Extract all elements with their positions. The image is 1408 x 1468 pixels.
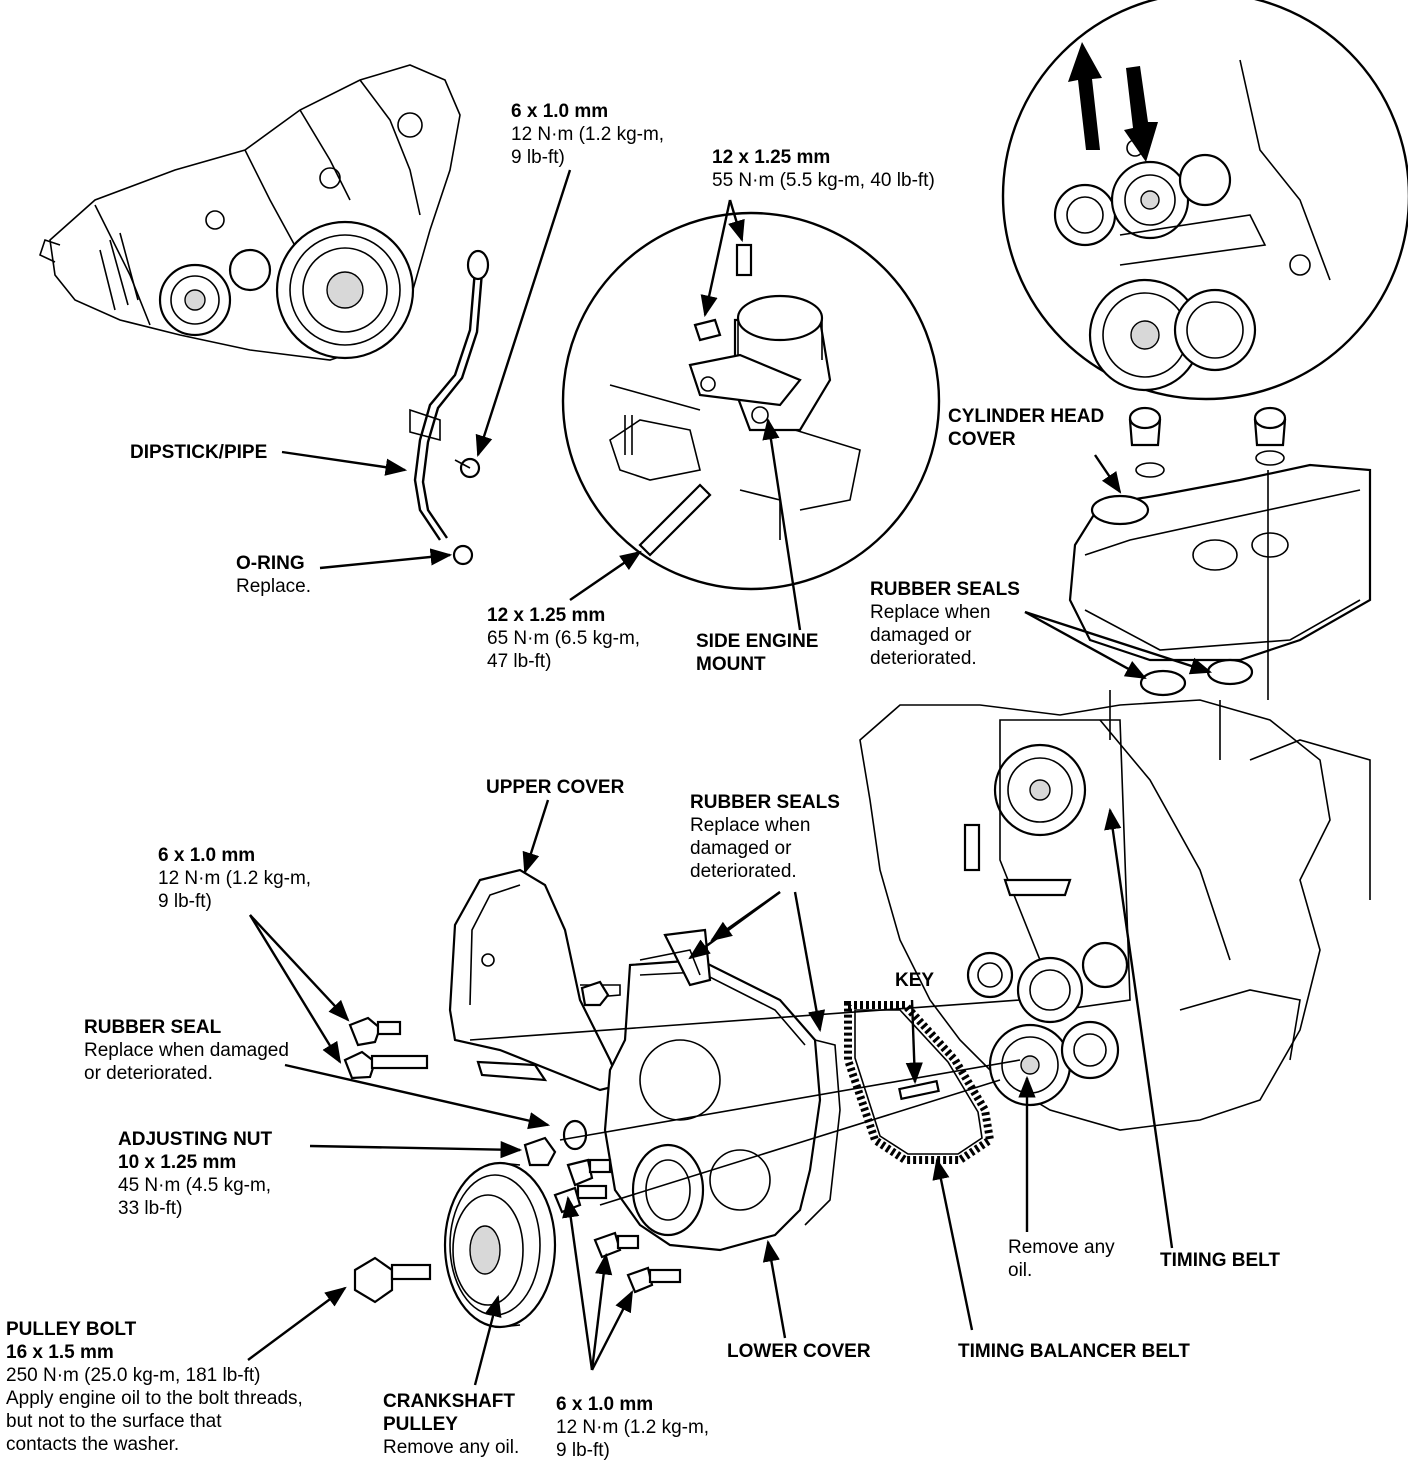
note-1: Apply engine oil to the bolt threads, [6, 1388, 303, 1409]
leader-lines [247, 169, 1269, 1386]
note-2: but not to the surface that [6, 1411, 222, 1432]
part-note-2: damaged or [870, 625, 972, 646]
part-name: KEY [895, 970, 935, 991]
part-name: TIMING BALANCER BELT [958, 1341, 1190, 1362]
bolt-spec: 6 x 1.0 mm [511, 101, 609, 122]
part-name: DIPSTICK/PIPE [130, 442, 268, 463]
engine-front-view [39, 64, 461, 361]
note-3: contacts the washer. [6, 1434, 180, 1455]
bolt-spec: 12 x 1.25 mm [712, 147, 831, 168]
bolt-torque-2: 9 lb-ft) [511, 147, 565, 168]
bolt-spec: 6 x 1.0 mm [556, 1394, 654, 1415]
side-mount-inset [561, 211, 941, 591]
bolts [343, 980, 682, 1304]
part-name: RUBBER SEAL [84, 1017, 222, 1038]
cylinder-head-cover-part [1068, 406, 1372, 697]
label-pulley-bolt: PULLEY BOLT 16 x 1.5 mm 250 N·m (25.0 kg… [6, 1318, 303, 1456]
bolt-torque: 12 N·m (1.2 kg-m, [158, 868, 312, 889]
timing-balancer-belt-part [844, 1001, 995, 1164]
label-dipstick-bolt: 6 x 1.0 mm 12 N·m (1.2 kg-m, 9 lb-ft) [511, 100, 664, 169]
bolt-spec: 16 x 1.5 mm [6, 1342, 114, 1363]
label-o-ring: O-RING Replace. [236, 552, 311, 598]
label-side-engine-mount: SIDE ENGINE MOUNT [696, 630, 818, 676]
lower-cover-part [603, 928, 841, 1252]
nut-spec: 10 x 1.25 mm [118, 1152, 237, 1173]
bolt-torque: 12 N·m (1.2 kg-m, [511, 124, 665, 145]
part-name-1: SIDE ENGINE [696, 631, 819, 652]
part-name: ADJUSTING NUT [118, 1129, 273, 1150]
part-name: O-RING [236, 553, 305, 574]
label-dipstick-pipe: DIPSTICK/PIPE [130, 441, 267, 464]
bolt-torque: 65 N·m (6.5 kg-m, [487, 628, 641, 649]
note-2: oil. [1008, 1260, 1033, 1281]
label-upper-cover: UPPER COVER [486, 776, 624, 799]
bolt-torque-2: 9 lb-ft) [158, 891, 212, 912]
bolt-torque-2: 9 lb-ft) [556, 1440, 610, 1461]
label-lower-cover: LOWER COVER [727, 1340, 871, 1363]
bolt-torque: 12 N·m (1.2 kg-m, [556, 1417, 710, 1438]
part-name-2: MOUNT [696, 654, 766, 675]
engine-block-right [859, 690, 1371, 1131]
label-rubber-seals-cover: RUBBER SEALS Replace when damaged or det… [690, 791, 840, 883]
label-rubber-seals-head: RUBBER SEALS Replace when damaged or det… [870, 578, 1020, 670]
note-1: Remove any [1008, 1237, 1115, 1258]
dipstick-pipe-part [409, 249, 490, 566]
part-note: Replace. [236, 576, 311, 597]
part-note-3: deteriorated. [870, 648, 977, 669]
part-name: PULLEY BOLT [6, 1319, 137, 1340]
label-lower-cover-bolt: 6 x 1.0 mm 12 N·m (1.2 kg-m, 9 lb-ft) [556, 1393, 709, 1462]
bolt-torque-2: 47 lb-ft) [487, 651, 552, 672]
belt-tension-inset [1001, 0, 1408, 401]
part-name: LOWER COVER [727, 1341, 871, 1362]
bolt-spec: 12 x 1.25 mm [487, 605, 606, 626]
part-note-1: Replace when [690, 815, 811, 836]
upper-cover-part [448, 868, 622, 1092]
part-note-1: Replace when damaged [84, 1040, 289, 1061]
part-name-1: CRANKSHAFT [383, 1391, 515, 1412]
bolt-torque: 250 N·m (25.0 kg-m, 181 lb-ft) [6, 1365, 261, 1386]
part-name: RUBBER SEALS [870, 579, 1020, 600]
part-name-2: PULLEY [383, 1414, 458, 1435]
nut-torque-2: 33 lb-ft) [118, 1198, 183, 1219]
part-name: RUBBER SEALS [690, 792, 840, 813]
part-note-3: deteriorated. [690, 861, 797, 882]
label-crankshaft-pulley: CRANKSHAFT PULLEY Remove any oil. [383, 1390, 519, 1459]
bolt-spec: 6 x 1.0 mm [158, 845, 256, 866]
label-cylinder-head-cover: CYLINDER HEAD COVER [948, 405, 1104, 451]
crankshaft-pulley-part [443, 1161, 557, 1329]
part-name-2: COVER [948, 429, 1016, 450]
label-remove-oil: Remove any oil. [1008, 1236, 1115, 1282]
label-upper-cover-bolt: 6 x 1.0 mm 12 N·m (1.2 kg-m, 9 lb-ft) [158, 844, 311, 913]
part-name-1: CYLINDER HEAD [948, 406, 1105, 427]
part-name: TIMING BELT [1160, 1250, 1280, 1271]
label-mount-bottom-bolt: 12 x 1.25 mm 65 N·m (6.5 kg-m, 47 lb-ft) [487, 604, 640, 673]
nut-torque: 45 N·m (4.5 kg-m, [118, 1175, 272, 1196]
label-rubber-seal: RUBBER SEAL Replace when damaged or dete… [84, 1016, 289, 1085]
part-note: Remove any oil. [383, 1437, 520, 1458]
label-mount-top-bolt: 12 x 1.25 mm 55 N·m (5.5 kg-m, 40 lb-ft) [712, 146, 935, 192]
bolt-torque: 55 N·m (5.5 kg-m, 40 lb-ft) [712, 170, 935, 191]
part-name: UPPER COVER [486, 777, 625, 798]
label-timing-belt: TIMING BELT [1160, 1249, 1280, 1272]
label-key: KEY [895, 969, 934, 992]
label-adjusting-nut: ADJUSTING NUT 10 x 1.25 mm 45 N·m (4.5 k… [118, 1128, 272, 1220]
part-note-2: or deteriorated. [84, 1063, 213, 1084]
label-timing-balancer-belt: TIMING BALANCER BELT [958, 1340, 1190, 1363]
part-note-1: Replace when [870, 602, 991, 623]
part-note-2: damaged or [690, 838, 792, 859]
